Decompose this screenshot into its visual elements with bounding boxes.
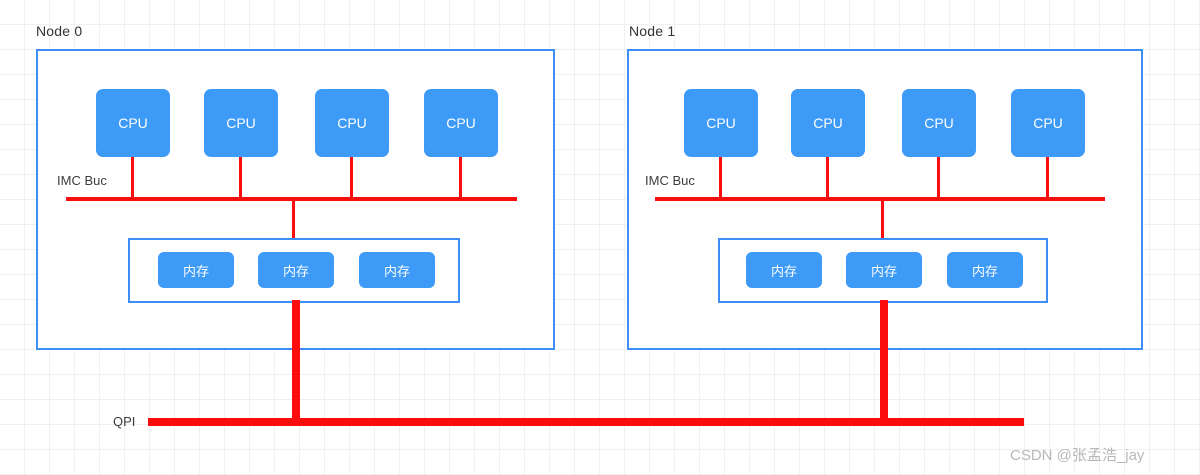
node-0-cpu-1-wire xyxy=(239,157,242,201)
node-0-cpu-0-wire xyxy=(131,157,134,201)
node-1-bus-to-memory-wire xyxy=(881,197,884,240)
node-1-cpu-3-wire xyxy=(1046,157,1049,201)
node-1-memory-1[interactable]: 内存 xyxy=(846,252,922,288)
node-0-cpu-2[interactable]: CPU xyxy=(315,89,389,157)
node-1-imc-bus-label: IMC Buc xyxy=(645,173,695,188)
node-1-qpi-riser xyxy=(880,300,888,426)
node-1-label: Node 1 xyxy=(629,23,676,39)
node-1-imc-bus-line xyxy=(655,197,1105,201)
node-0-bus-to-memory-wire xyxy=(292,197,295,240)
node-0-cpu-1[interactable]: CPU xyxy=(204,89,278,157)
node-1-cpu-0-wire xyxy=(719,157,722,201)
qpi-link-line xyxy=(148,418,1024,426)
node-0-cpu-0[interactable]: CPU xyxy=(96,89,170,157)
qpi-label: QPI xyxy=(113,414,136,429)
node-0-cpu-3-wire xyxy=(459,157,462,201)
node-0-label: Node 0 xyxy=(36,23,83,39)
node-0-imc-bus-line xyxy=(66,197,517,201)
node-1-memory-0[interactable]: 内存 xyxy=(746,252,822,288)
node-0-cpu-2-wire xyxy=(350,157,353,201)
node-0-qpi-riser xyxy=(292,300,300,426)
node-1-cpu-3[interactable]: CPU xyxy=(1011,89,1085,157)
node-0-memory-2[interactable]: 内存 xyxy=(359,252,435,288)
node-1-cpu-0[interactable]: CPU xyxy=(684,89,758,157)
node-0-imc-bus-label: IMC Buc xyxy=(57,173,107,188)
node-1-cpu-2[interactable]: CPU xyxy=(902,89,976,157)
node-1-cpu-1-wire xyxy=(826,157,829,201)
node-1-cpu-2-wire xyxy=(937,157,940,201)
node-1-cpu-1[interactable]: CPU xyxy=(791,89,865,157)
node-0-cpu-3[interactable]: CPU xyxy=(424,89,498,157)
watermark: CSDN @张孟浩_jay xyxy=(1010,447,1145,464)
node-0-memory-0[interactable]: 内存 xyxy=(158,252,234,288)
node-1-memory-2[interactable]: 内存 xyxy=(947,252,1023,288)
node-0-memory-1[interactable]: 内存 xyxy=(258,252,334,288)
